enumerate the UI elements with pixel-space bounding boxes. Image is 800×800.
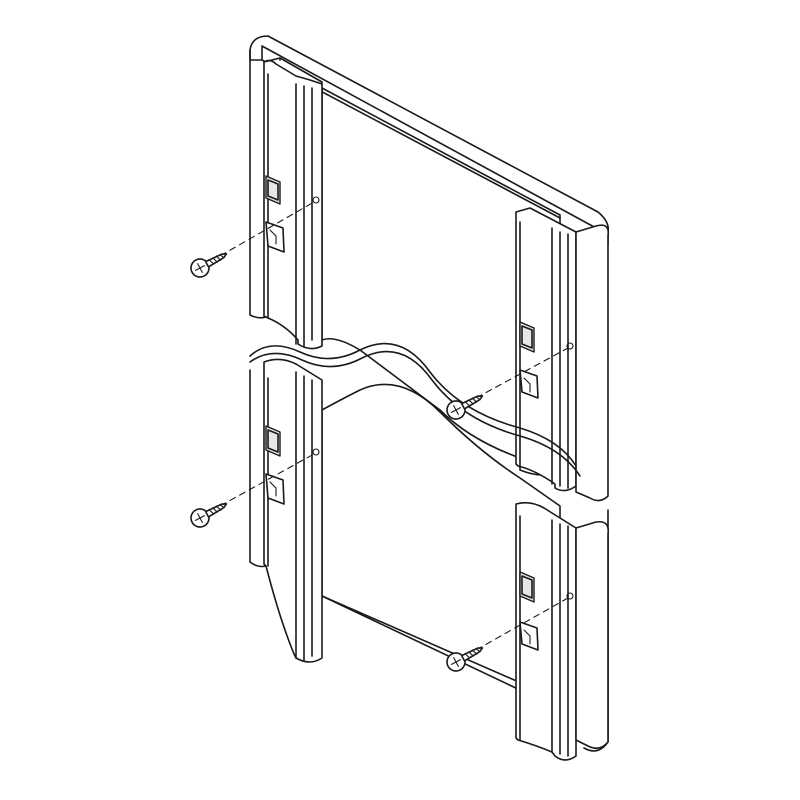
rail-lower-right [515, 501, 610, 761]
lower-panel-bottom-edge [321, 595, 521, 691]
rail-clip [265, 221, 285, 253]
screw-icon [190, 503, 228, 528]
rail-clip [265, 473, 285, 505]
break-line [249, 342, 581, 477]
upper-panel-face [321, 87, 561, 476]
screw-guide-line [475, 597, 569, 651]
screw-icon [190, 253, 228, 278]
rail-upper-left [263, 57, 323, 350]
rail-upper-right [515, 207, 610, 502]
rail-lower-left [263, 358, 323, 663]
screw-group-1 [190, 201, 315, 278]
screw-guide-line [475, 347, 569, 399]
lower-panel-face [321, 383, 561, 701]
rail-clip [519, 621, 539, 651]
screw-guide-line [219, 453, 315, 507]
screw-group-3 [190, 453, 315, 528]
screw-icon [446, 395, 484, 420]
lower-panel-section [249, 358, 610, 761]
rail-clip [519, 369, 539, 399]
upper-panel-section [249, 35, 610, 502]
screw-group-2 [446, 347, 569, 420]
lower-panel-left-edge [249, 369, 267, 568]
screw-guide-line [219, 201, 315, 257]
screw-group-4 [446, 597, 569, 672]
screw-icon [446, 647, 484, 672]
